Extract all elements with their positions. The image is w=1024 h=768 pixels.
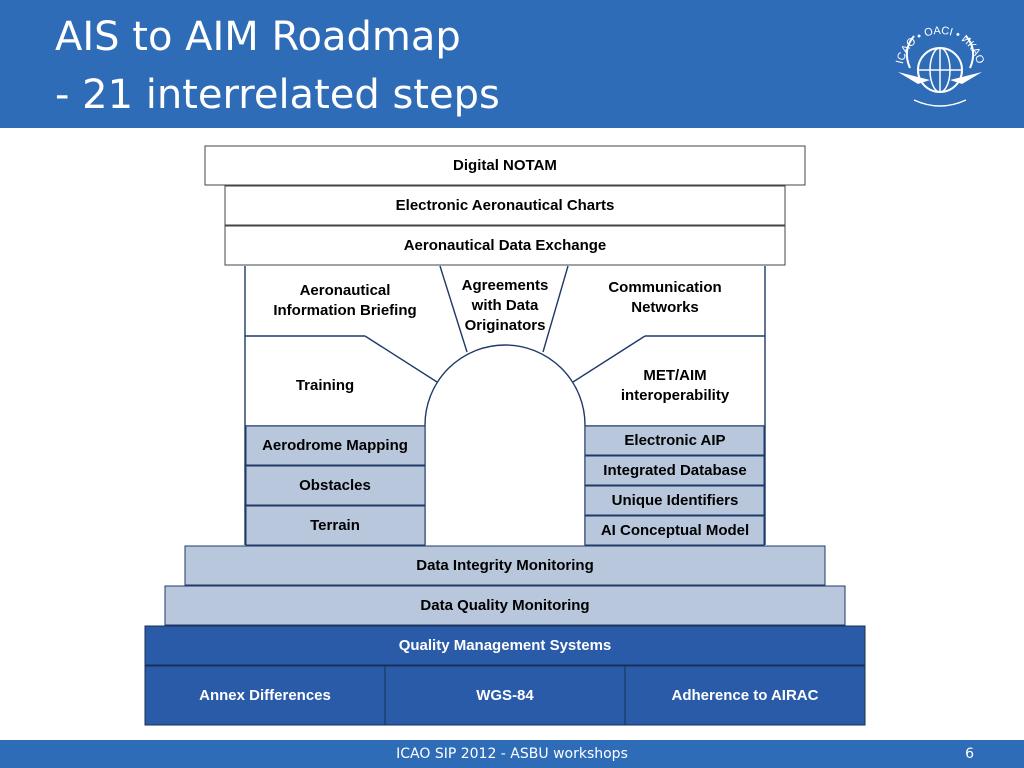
annex-differences-label: Annex Differences xyxy=(199,687,331,704)
electronic-aip-label: Electronic AIP xyxy=(624,432,725,449)
footer-text: ICAO SIP 2012 - ASBU workshops xyxy=(396,746,628,762)
electronic-charts-block: Electronic Aeronautical Charts xyxy=(224,185,786,226)
qms-block: Quality Management Systems xyxy=(144,625,866,666)
digital-notam-label: Digital NOTAM xyxy=(453,157,557,174)
slide-title: AIS to AIM Roadmap - 21 interrelated ste… xyxy=(55,8,500,124)
data-quality-block: Data Quality Monitoring xyxy=(164,585,846,626)
data-quality-label: Data Quality Monitoring xyxy=(420,597,589,614)
obstacles-label: Obstacles xyxy=(299,477,371,494)
left-pillar: Aerodrome Mapping Obstacles Terrain xyxy=(245,425,426,546)
terrain-label: Terrain xyxy=(310,517,360,534)
slide-header: AIS to AIM Roadmap - 21 interrelated ste… xyxy=(0,0,1024,128)
aib-label-line-2: Information Briefing xyxy=(273,302,416,319)
aerodrome-mapping-label: Aerodrome Mapping xyxy=(262,437,408,454)
agreements-label-line-2: with Data xyxy=(471,297,539,314)
comm-label-line-2: Networks xyxy=(631,299,699,316)
ai-conceptual-model-label: AI Conceptual Model xyxy=(601,522,749,539)
data-integrity-label: Data Integrity Monitoring xyxy=(416,557,594,574)
qms-label: Quality Management Systems xyxy=(399,637,612,654)
data-exchange-block: Aeronautical Data Exchange xyxy=(224,225,786,266)
page-number: 6 xyxy=(965,746,974,762)
met-aim-label-line-2: interoperability xyxy=(621,387,730,404)
unique-identifiers-label: Unique Identifiers xyxy=(612,492,739,509)
training-label: Training xyxy=(296,377,354,394)
data-exchange-label: Aeronautical Data Exchange xyxy=(404,237,607,254)
right-pillar: Electronic AIP Integrated Database Uniqu… xyxy=(584,425,765,546)
foundation-row: Annex Differences WGS-84 Adherence to AI… xyxy=(144,665,866,726)
icao-emblem-icon: ICAO • OACI • ИКАО xyxy=(894,25,986,107)
agreements-label-line-1: Agreements xyxy=(462,277,549,294)
aib-label-line-1: Aeronautical xyxy=(300,282,391,299)
met-aim-label-line-1: MET/AIM xyxy=(643,367,706,384)
slide-footer: ICAO SIP 2012 - ASBU workshops 6 xyxy=(0,740,1024,768)
title-line-2: - 21 interrelated steps xyxy=(55,72,500,118)
comm-label-line-1: Communication xyxy=(608,279,721,296)
airac-label: Adherence to AIRAC xyxy=(672,687,819,704)
title-line-1: AIS to AIM Roadmap xyxy=(55,14,461,60)
wgs-84-label: WGS-84 xyxy=(476,687,534,704)
electronic-charts-label: Electronic Aeronautical Charts xyxy=(396,197,615,214)
integrated-database-label: Integrated Database xyxy=(603,462,746,479)
digital-notam-block: Digital NOTAM xyxy=(204,145,806,186)
agreements-label-line-3: Originators xyxy=(465,317,546,334)
data-integrity-block: Data Integrity Monitoring xyxy=(184,545,826,586)
